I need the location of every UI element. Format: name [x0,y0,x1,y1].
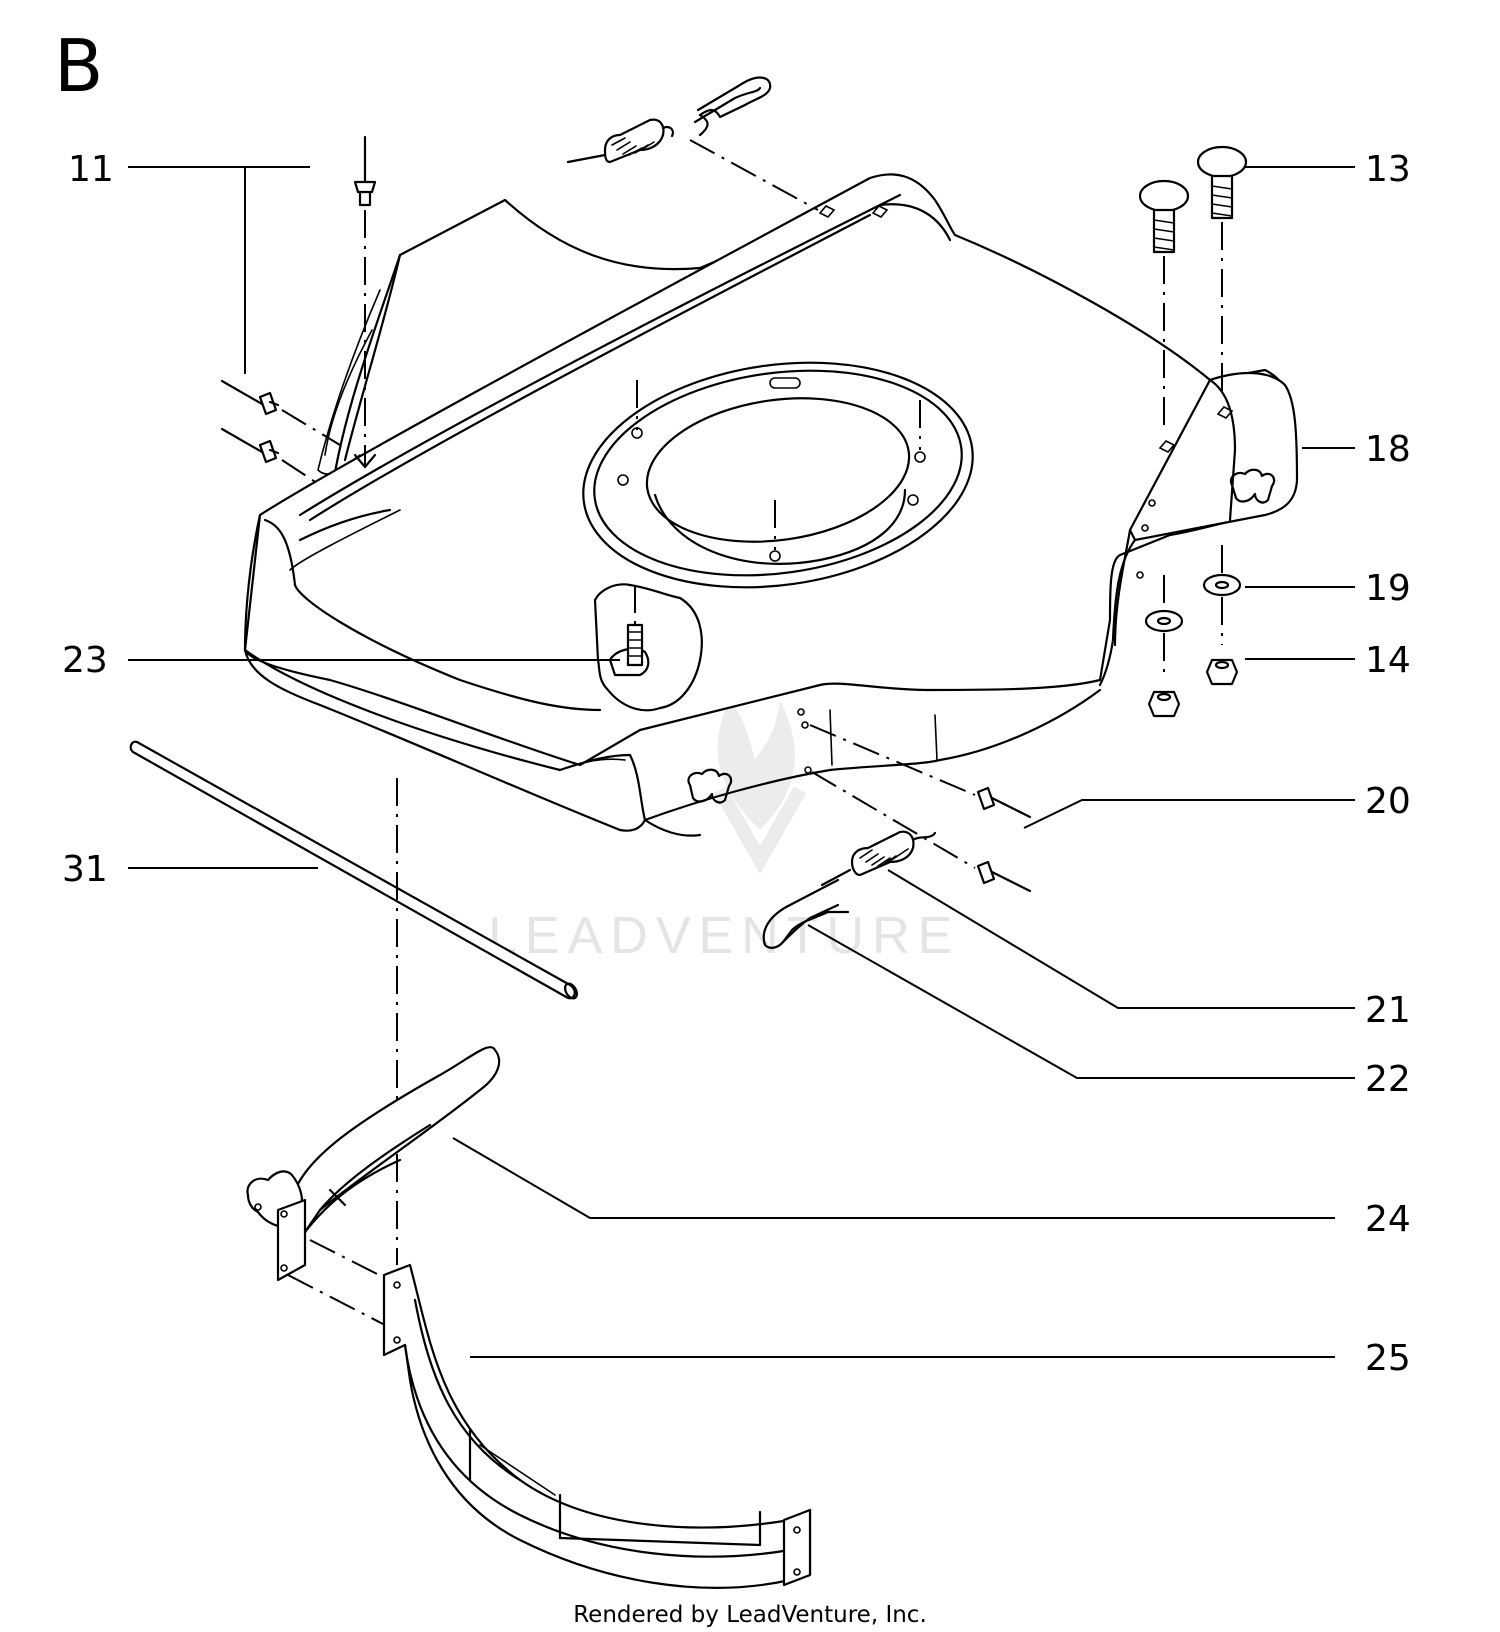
part-24-arm [246,1046,501,1326]
callout-labels: 11 13 18 19 14 23 20 31 21 22 24 25 [62,149,1411,1379]
callout-13: 13 [1365,149,1411,190]
callout-11-leader [128,166,310,374]
top-spring-and-pin [566,76,819,211]
callout-20: 20 [1365,781,1411,822]
callout-11: 11 [68,149,114,190]
part-31-rod [129,740,578,1000]
part-11-rivets [220,135,377,486]
leadventure-watermark: LEADVENTURE [488,700,960,965]
callout-23: 23 [62,640,108,681]
section-label: B [54,24,103,108]
callout-14: 14 [1365,640,1411,681]
callout-24: 24 [1365,1199,1411,1240]
footer-credit: Rendered by LeadVenture, Inc. [573,1602,927,1628]
part-21-spring [820,830,937,887]
part-20-pins [797,708,1032,893]
callout-22-leader [807,924,1355,1079]
callout-31: 31 [62,849,108,890]
callout-25: 25 [1365,1338,1411,1379]
watermark-text: LEADVENTURE [488,907,960,965]
callout-21-leader [887,869,1355,1009]
callout-19: 19 [1365,568,1411,609]
callout-21: 21 [1365,990,1411,1031]
part-22-hairpin [762,878,850,949]
motor-mounting-ring [582,361,974,589]
part-25-strap [382,1263,812,1589]
callout-18: 18 [1365,429,1411,470]
part-14-nuts [1147,658,1239,718]
part-13-carriage-bolts [1138,145,1248,453]
callout-22: 22 [1365,1059,1411,1100]
deck-housing [243,173,1299,837]
bolt-cutaway [593,583,703,712]
callout-24-leader [452,1137,1335,1219]
callout-20-leader [1023,799,1355,829]
part-19-washers [1144,545,1242,680]
